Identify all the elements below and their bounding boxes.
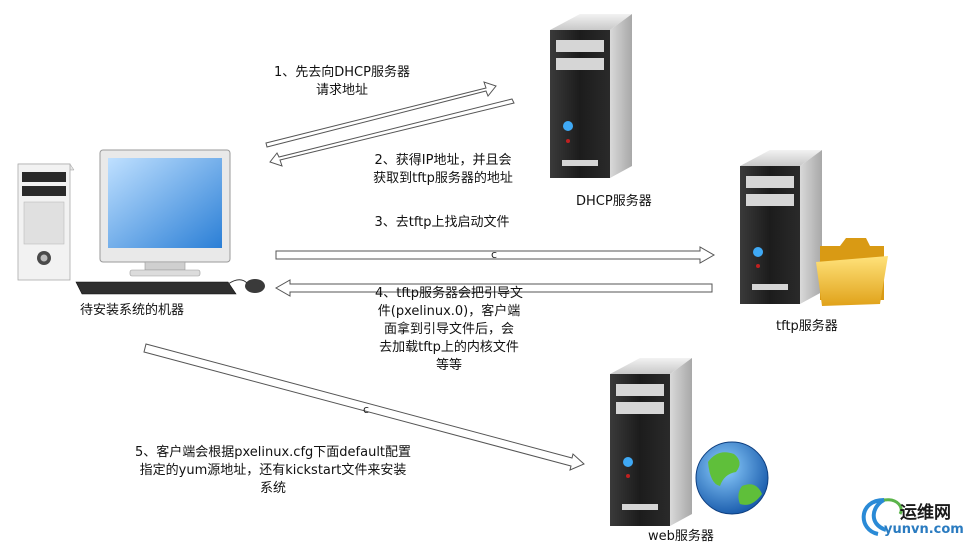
- watermark: 运维网 yunvn.com: [866, 498, 966, 544]
- arrow-step-3: [275, 246, 716, 264]
- client-monitor-icon: [99, 149, 231, 277]
- step-1-line: 1、先去向DHCP服务器: [274, 65, 410, 80]
- client-tower-icon: [17, 163, 75, 281]
- dhcp-led-icon: [563, 121, 573, 131]
- step-4-line: 面拿到引导文件后，会: [383, 322, 514, 337]
- step-1-text: 1、先去向DHCP服务器 请求地址: [262, 64, 422, 100]
- arrow-mark-step-3: c: [491, 248, 497, 261]
- tftp-server-icon: [740, 150, 822, 304]
- step-4-line: 去加载tftp上的内核文件: [379, 340, 519, 355]
- web-server-icon: [610, 358, 692, 526]
- tftp-label: tftp服务器: [776, 319, 838, 334]
- step-3-line: 3、去tftp上找启动文件: [374, 215, 510, 230]
- web-label: web服务器: [648, 529, 714, 544]
- arrow-step-1: [265, 81, 497, 148]
- step-4-line: 4、tftp服务器会把引导文: [374, 286, 524, 301]
- step-2-text: 2、获得IP地址，并且会 获取到tftp服务器的地址: [358, 152, 528, 188]
- arrow-mark-step-5: c: [363, 403, 369, 416]
- keyboard-icon: [75, 281, 237, 295]
- globe-icon: [695, 441, 769, 515]
- watermark-en: yunvn.com: [884, 522, 964, 537]
- step-4-line: 等等: [435, 358, 462, 373]
- step-5-line: 系统: [259, 481, 286, 496]
- client-machine-icon: [17, 149, 265, 295]
- arrow-step-5: [143, 343, 585, 471]
- tftp-led-icon: [753, 247, 763, 257]
- folder-icon: [816, 238, 888, 306]
- step-5-line: 指定的yum源地址，还有kickstart文件来安装: [139, 463, 407, 478]
- step-1-line: 请求地址: [315, 83, 368, 98]
- dhcp-label: DHCP服务器: [576, 194, 652, 209]
- step-2-line: 2、获得IP地址，并且会: [374, 153, 512, 168]
- mouse-icon: [245, 279, 265, 293]
- step-4-line: 件(pxelinux.0)，客户端: [377, 304, 521, 319]
- watermark-cn: 运维网: [900, 503, 951, 523]
- watermark-logo-icon: [861, 498, 903, 536]
- web-led-icon: [623, 457, 633, 467]
- arrow-step-2: [269, 98, 515, 167]
- step-3-text: 3、去tftp上找启动文件: [362, 214, 522, 232]
- step-2-line: 获取到tftp服务器的地址: [373, 171, 513, 186]
- step-5-text: 5、客户端会根据pxelinux.cfg下面default配置 指定的yum源地…: [118, 444, 428, 498]
- arrow-step-4: [274, 279, 713, 297]
- dhcp-server-icon: [550, 14, 632, 178]
- step-4-text: 4、tftp服务器会把引导文 件(pxelinux.0)，客户端 面拿到引导文件…: [364, 285, 534, 375]
- client-label: 待安装系统的机器: [80, 303, 185, 318]
- step-5-line: 5、客户端会根据pxelinux.cfg下面default配置: [134, 445, 412, 460]
